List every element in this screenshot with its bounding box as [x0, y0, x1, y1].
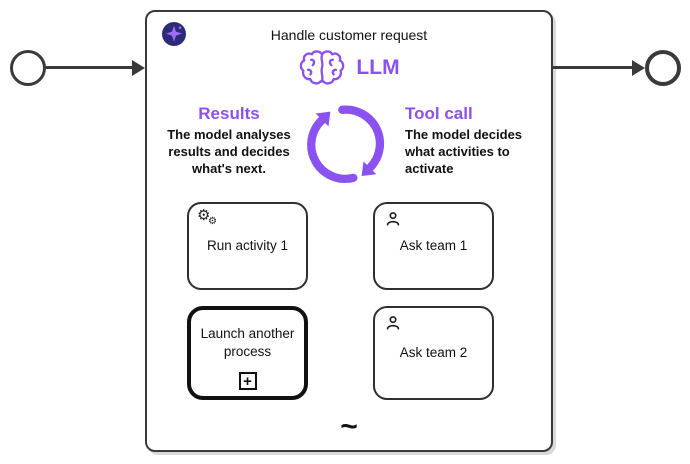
end-event[interactable]: [645, 50, 681, 86]
gear-glyph: ⚙: [197, 207, 211, 224]
person-icon: [385, 211, 401, 227]
sequence-flow-out-arrowhead-icon: [632, 60, 645, 76]
tool-call-heading: Tool call: [405, 104, 473, 123]
task-label: Ask team 2: [399, 345, 468, 361]
gears-icon: ⚙ ⚙: [197, 207, 223, 231]
task-run-activity-1[interactable]: ⚙ ⚙ Run activity 1: [187, 202, 308, 290]
llm-label: LLM: [356, 55, 400, 79]
task-ask-team-2[interactable]: Ask team 2: [373, 306, 494, 400]
task-label: Ask team 1: [399, 238, 468, 254]
task-launch-another-process[interactable]: Launch another process +: [187, 306, 308, 400]
sequence-flow-out: [552, 66, 633, 69]
process-title: Handle customer request: [270, 27, 428, 43]
person-icon: [385, 315, 401, 331]
gear-glyph-small: ⚙: [208, 216, 217, 227]
ai-sparkle-badge-icon: [161, 21, 187, 47]
sequence-flow-in-arrowhead-icon: [132, 60, 145, 76]
tool-call-body: The model decides what activities to act…: [405, 127, 523, 176]
task-label: Launch another process: [200, 326, 295, 359]
tool-call-callout: Tool call The model decides what activit…: [405, 104, 547, 178]
sequence-flow-in: [46, 66, 133, 69]
collapsed-marker: ~: [340, 410, 358, 443]
cycle-arrows-icon: [307, 105, 385, 183]
task-label: Run activity 1: [206, 238, 289, 254]
plus-glyph: +: [243, 372, 252, 390]
start-event[interactable]: [10, 50, 46, 86]
subprocess-plus-icon: +: [238, 372, 257, 390]
results-callout: Results The model analyses results and d…: [155, 104, 303, 178]
process-container[interactable]: Handle customer request LLM Result: [145, 10, 553, 452]
results-heading: Results: [198, 104, 260, 123]
task-ask-team-1[interactable]: Ask team 1: [373, 202, 494, 290]
llm-row: LLM: [147, 48, 551, 87]
results-body: The model analyses results and decides w…: [167, 127, 291, 176]
brain-icon: [300, 50, 345, 85]
